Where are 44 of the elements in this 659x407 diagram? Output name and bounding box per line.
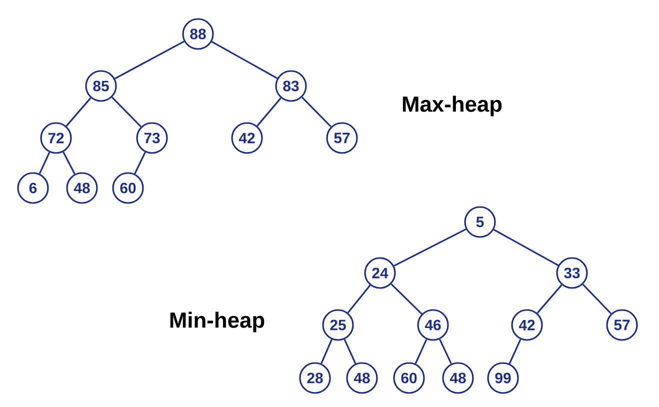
tree-edge [347, 284, 371, 314]
tree-edge [493, 228, 559, 266]
tree-edge [582, 284, 612, 314]
heap-node: 46 [417, 309, 449, 341]
tree-edge [211, 41, 278, 79]
tree-edge [38, 152, 50, 174]
heap-node: 73 [136, 122, 168, 154]
tree-edge [114, 40, 184, 80]
heap-node: 48 [346, 362, 378, 394]
tree-edge [256, 98, 282, 126]
heap-node: 48 [66, 172, 98, 204]
heap-node: 42 [231, 122, 263, 154]
heap-node: 5 [464, 206, 496, 238]
tree-edge [302, 96, 332, 128]
heap-node: 60 [112, 172, 144, 204]
heap-node: 85 [85, 70, 117, 102]
tree-edge [134, 152, 146, 174]
heap-node: 72 [40, 122, 72, 154]
tree-edge [66, 97, 92, 127]
tree-edge [320, 339, 332, 364]
heap-node: 28 [299, 362, 331, 394]
heap-node: 57 [326, 122, 358, 154]
heap-node: 24 [364, 257, 396, 289]
tree-edge [344, 339, 356, 364]
tree-edge [394, 228, 466, 267]
heap-node: 42 [511, 309, 543, 341]
heap-node: 60 [393, 362, 425, 394]
tree-edge [112, 96, 142, 128]
heap-node: 48 [442, 362, 474, 394]
heap-node: 25 [322, 309, 354, 341]
heap-node: 88 [182, 18, 214, 50]
tree-edge [414, 339, 428, 364]
tree-edge [390, 284, 422, 315]
heap-title: Max-heap [402, 96, 502, 116]
heap-title: Min-heap [170, 312, 264, 332]
heap-node: 99 [487, 362, 519, 394]
heap-node: 6 [17, 172, 49, 204]
tree-edge [508, 339, 522, 364]
tree-edge [536, 284, 562, 314]
heap-node: 83 [275, 70, 307, 102]
tree-edge [62, 152, 76, 174]
heap-node: 33 [556, 257, 588, 289]
heap-node: 57 [606, 309, 638, 341]
tree-edge [439, 338, 452, 364]
